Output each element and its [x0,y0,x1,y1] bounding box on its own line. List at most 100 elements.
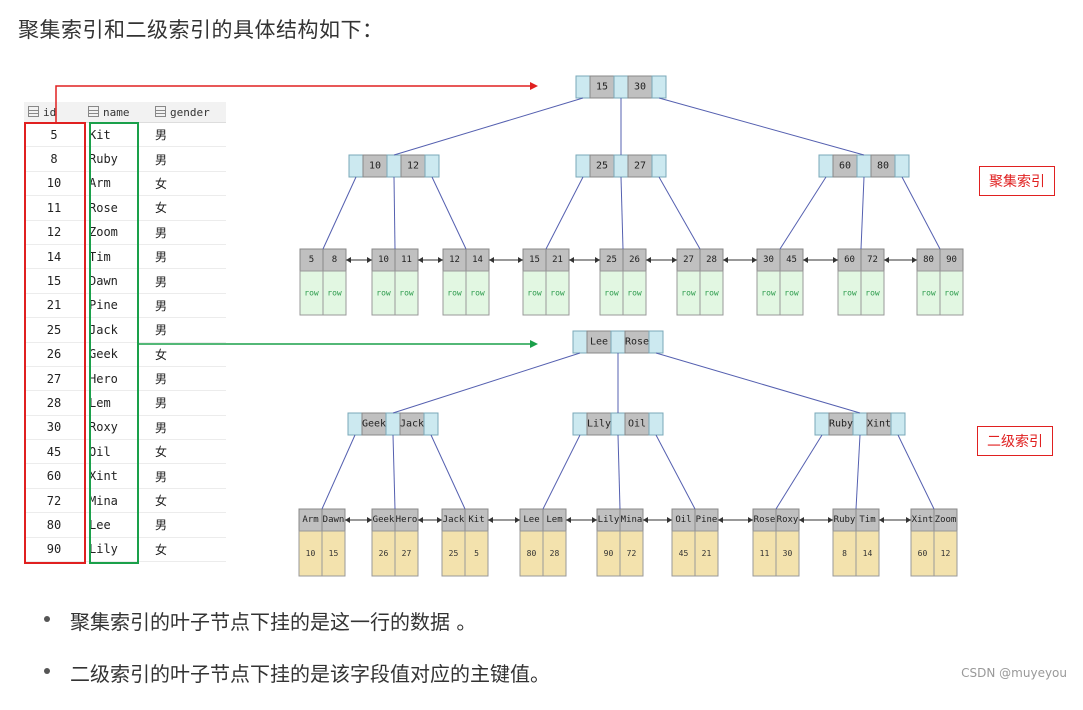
clustered-leaf-value: row [304,289,319,298]
cell-id: 80 [24,512,84,538]
secondary-leaf-value: 27 [402,549,412,558]
clustered-internal-key: 12 [407,161,419,172]
secondary-leaf-key: Mina [621,515,643,525]
clustered-internal-key: 25 [596,161,608,172]
tree-edge [655,352,861,414]
secondary-leaf-value: 26 [379,549,389,558]
clustered-index-label: 聚集索引 [979,166,1055,196]
arrowhead [884,257,889,263]
clustered-leaf-value: row [604,289,619,298]
column-label: gender [170,105,210,119]
tree-edge [321,434,356,510]
arrowhead [748,517,753,523]
cell-gender: 女 [151,488,226,514]
clustered-internal-key: 10 [369,161,381,172]
bullet-list: 聚集索引的叶子节点下挂的是这一行的数据 。 二级索引的叶子节点下挂的是该字段值对… [44,606,550,710]
pointer-cell [575,154,591,178]
arrowhead [912,257,917,263]
secondary-leaf-value: 5 [474,549,479,558]
secondary-internal-key: Ruby [829,419,853,430]
tree-edge [430,434,466,510]
cell-gender: 男 [151,220,226,245]
cell-id: 30 [24,415,84,441]
clustered-leaf-value: row [527,289,542,298]
clustered-leaf-key: 14 [472,255,483,265]
cell-id: 25 [24,317,84,343]
leaf-value-cell [394,270,419,316]
clustered-leaf-key: 27 [683,255,694,265]
pointer-cell [575,75,591,99]
clustered-leaf-value: row [327,289,342,298]
pointer-cell [814,412,830,436]
secondary-leaf-key: Arm [302,515,318,525]
tree-edge [620,176,624,250]
cell-id: 28 [24,390,84,416]
column-header-id[interactable]: id [24,102,84,123]
clustered-leaf-key: 25 [606,255,617,265]
arrowhead [418,257,423,263]
pointer-cell [423,412,439,436]
clustered-leaf-key: 10 [378,255,389,265]
pointer-cell [648,412,664,436]
secondary-internal-key: Lily [587,419,611,430]
cell-name: Mina [84,488,151,514]
clustered-internal-key: 80 [877,161,889,172]
column-header-gender[interactable]: gender [151,102,226,123]
cell-name: Tim [84,244,151,270]
cell-gender: 男 [151,122,226,148]
cell-gender: 男 [151,293,226,319]
pointer-cell [648,330,664,354]
clustered-leaf-key: 11 [401,255,412,265]
cell-id: 27 [24,366,84,392]
clustered-leaf-value: row [842,289,857,298]
secondary-internal-key: Xint [867,419,891,430]
secondary-leaf-key: Oil [675,515,691,525]
clustered-leaf-key: 8 [332,255,337,265]
key-column-icon [28,105,39,117]
pointer-cell [386,154,402,178]
cell-id: 8 [24,146,84,172]
secondary-leaf-key: Dawn [323,515,345,525]
cell-name: Pine [84,293,151,319]
arrowhead [345,517,350,523]
cell-name: Ruby [84,146,151,172]
column-header-name[interactable]: name [84,102,151,123]
id-column-highlight [24,122,86,564]
leaf-value-cell [933,530,958,577]
secondary-leaf-key: Hero [396,515,418,525]
tree-edge [897,434,935,510]
cell-gender: 女 [151,342,226,367]
cell-gender: 女 [151,171,226,197]
watermark: CSDN @muyeyou [961,666,1067,680]
clustered-leaf-key: 72 [867,255,878,265]
cell-name: Lem [84,390,151,416]
arrowhead [515,517,520,523]
cell-gender: 男 [151,415,226,441]
tree-edge [393,97,584,156]
tree-edge [775,434,823,510]
cell-id: 12 [24,220,84,245]
arrowhead [438,257,443,263]
clustered-leaf-key: 28 [706,255,717,265]
cell-gender: 男 [151,390,226,416]
secondary-leaf-value: 60 [918,549,928,558]
secondary-leaf-key: Ruby [834,515,856,525]
